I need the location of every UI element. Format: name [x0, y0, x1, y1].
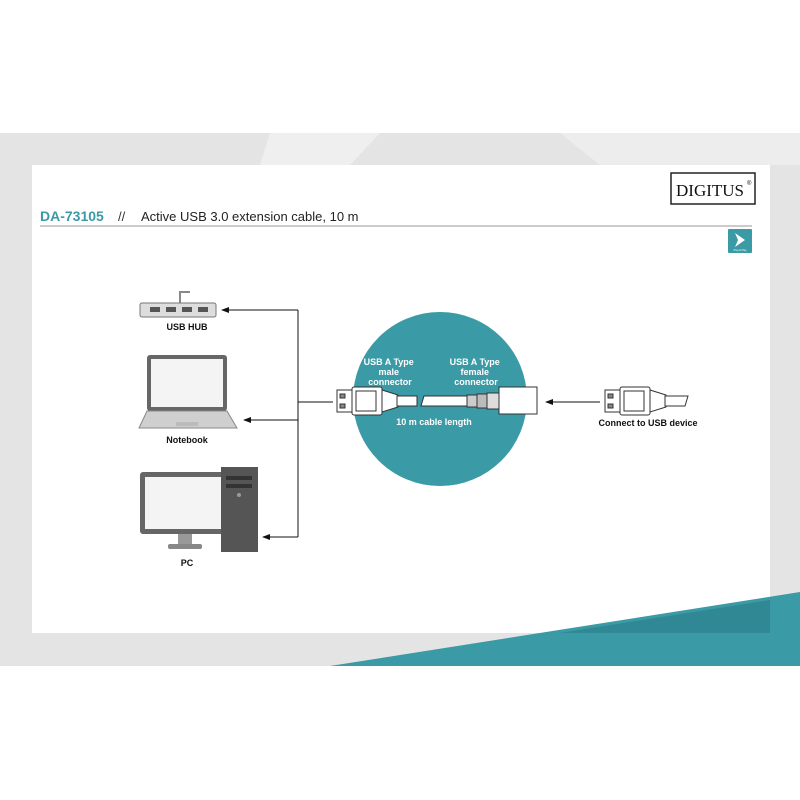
plug-and-play-icon: Plug & Play: [728, 229, 752, 253]
bg-facet: [560, 133, 800, 165]
cable-segment: [420, 395, 469, 407]
accent-stripe: [330, 592, 800, 666]
device-arrows: [221, 307, 333, 540]
male-connector-label: USB A Type male connector: [364, 357, 417, 387]
connect-device-label: Connect to USB device: [598, 418, 697, 428]
bg-facet: [260, 133, 380, 165]
title-separator: //: [118, 209, 126, 224]
accent-stripe-shade: [560, 600, 770, 633]
registered-mark: ®: [747, 180, 752, 187]
female-connector-label: USB A Type female connector: [450, 357, 503, 387]
cable-length-label: 10 m cable length: [396, 417, 472, 427]
usb-hub-label: USB HUB: [166, 322, 208, 332]
product-code: DA-73105: [40, 208, 104, 224]
digitus-logo: DIGITUS ®: [670, 172, 756, 205]
usb-male-connector: [336, 386, 418, 416]
plug-play-label: Plug & Play: [734, 249, 748, 252]
usb-device-plug: [604, 386, 689, 416]
product-title: Active USB 3.0 extension cable, 10 m: [141, 209, 359, 224]
pc-icon: [140, 467, 258, 552]
notebook-icon: [138, 355, 238, 429]
pc-label: PC: [181, 558, 194, 568]
notebook-label: Notebook: [166, 435, 208, 445]
usb-hub-icon: [139, 291, 217, 318]
usb-female-connector: [466, 386, 538, 415]
brand-name: DIGITUS: [676, 181, 744, 200]
